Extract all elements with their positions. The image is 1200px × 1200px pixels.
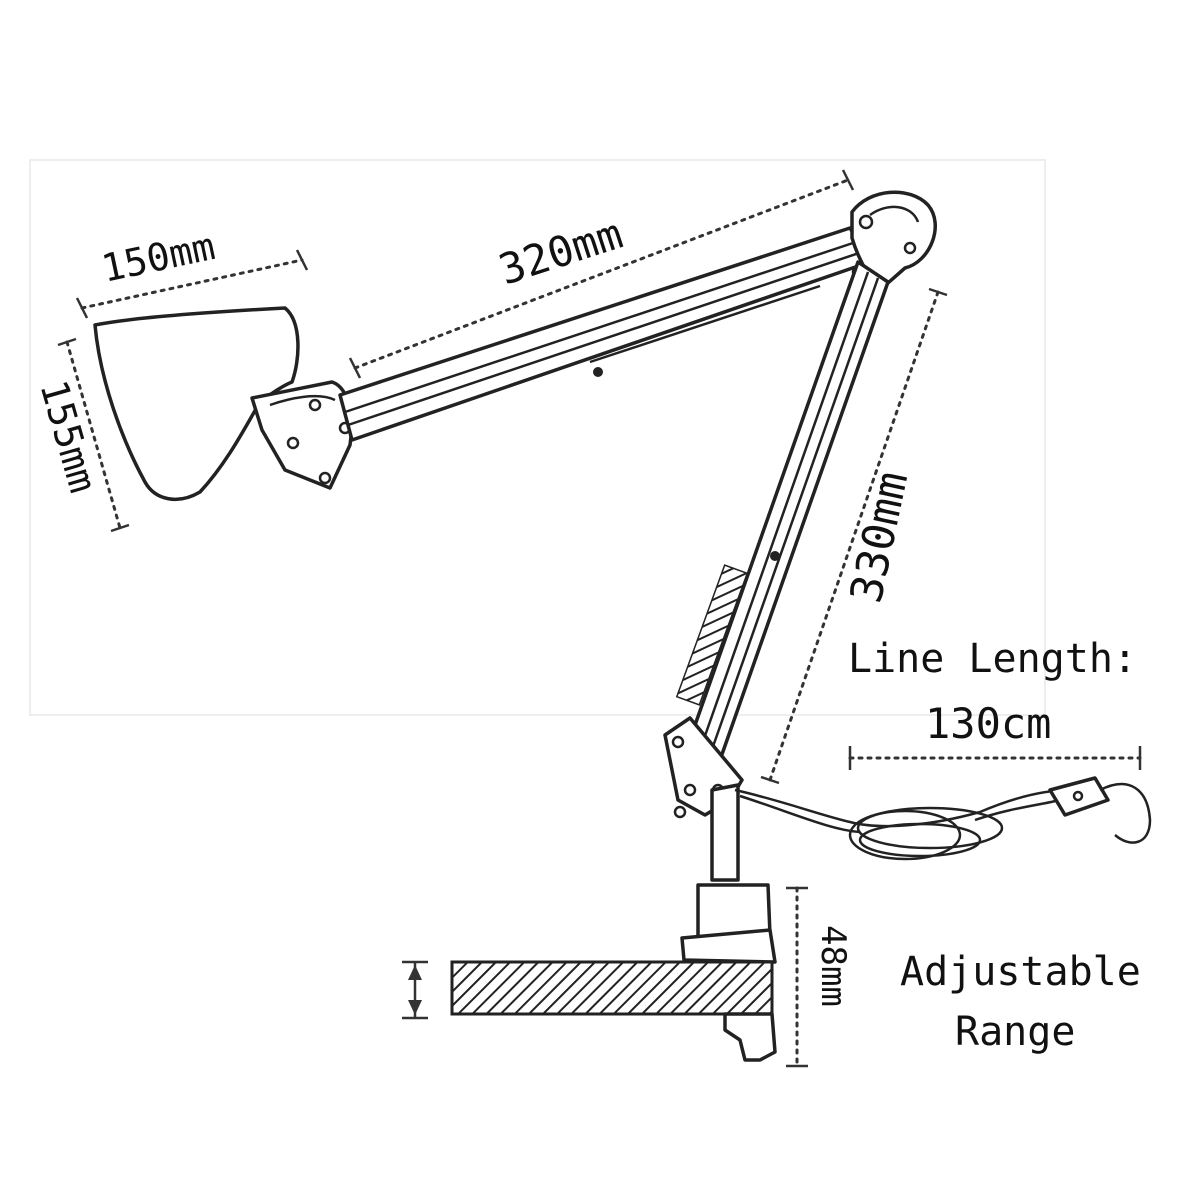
dim-desk-thickness	[402, 960, 428, 1020]
upper-arm	[338, 226, 872, 442]
lower-arm	[675, 260, 890, 762]
clamp-height-label: 48mm	[813, 925, 853, 1007]
frame-border	[29, 159, 1046, 716]
shade-joint	[250, 380, 354, 490]
dim-clamp-height	[786, 886, 808, 1068]
dim-shade-width	[75, 249, 309, 319]
upper-arm-label: 320mm	[493, 209, 628, 295]
dim-upper-arm	[348, 169, 855, 379]
lower-arm-label: 330mm	[841, 467, 918, 607]
upper-arm-spring-clip	[593, 367, 603, 377]
adjustable-range-line2: Range	[955, 1009, 1075, 1055]
dim-shade-height	[57, 337, 130, 533]
line-length-value: 130cm	[925, 699, 1051, 748]
dim-lower-arm	[760, 287, 948, 785]
shade-width-label: 150mm	[98, 224, 219, 291]
desk-edge	[450, 960, 774, 1016]
lower-arm-spring-clip	[770, 551, 780, 561]
dim-line-length	[848, 746, 1142, 770]
line-length-title: Line Length:	[848, 636, 1137, 682]
clamp-assembly	[450, 783, 777, 1062]
adjustable-range-line1: Adjustable	[900, 949, 1141, 995]
power-cord	[734, 776, 1152, 861]
